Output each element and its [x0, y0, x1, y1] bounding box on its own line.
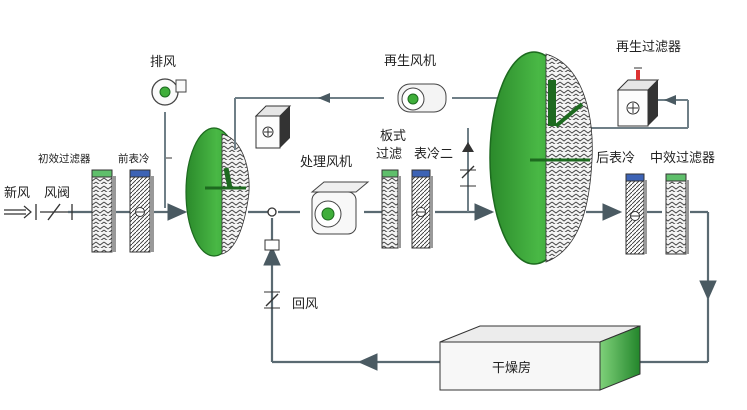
bypass-valve — [460, 128, 476, 212]
medium-filter-label: 中效过滤器 — [650, 151, 715, 166]
post-cooler — [625, 173, 647, 255]
regen-heater-left — [254, 105, 292, 149]
plate-filter-label-line1: 板式 — [380, 129, 406, 144]
primary-filter — [91, 169, 116, 253]
large-desiccant-wheel — [489, 51, 593, 265]
pre-cooler-coil — [129, 169, 154, 253]
pre-cooler-label: 前表冷 — [118, 152, 150, 165]
air-valve-label: 风阀 — [44, 186, 70, 201]
process-fan-label: 处理风机 — [300, 155, 352, 170]
air-valve-damper — [35, 203, 73, 221]
primary-filter-label: 初效过滤器 — [38, 152, 91, 165]
fresh-air-inlet-arrow — [4, 205, 32, 219]
surface-cooler-2-label: 表冷二 — [414, 147, 453, 162]
process-fan — [310, 181, 370, 235]
post-cooler-label: 后表冷 — [596, 151, 635, 166]
regen-fan — [397, 83, 447, 113]
regen-filter-heater — [616, 67, 660, 127]
regen-fan-label: 再生风机 — [384, 54, 436, 69]
regen-filter-label: 再生过滤器 — [616, 40, 681, 55]
exhaust-label: 排风 — [150, 55, 176, 70]
exhaust-fan — [151, 78, 187, 106]
drying-room-box — [439, 325, 641, 391]
plate-filter — [381, 169, 401, 249]
small-desiccant-wheel — [185, 127, 250, 257]
return-air-damper — [264, 239, 280, 309]
return-air-label: 回风 — [292, 297, 318, 312]
medium-filter — [665, 173, 689, 255]
mixing-junction — [267, 207, 277, 217]
drying-room-label: 干燥房 — [492, 360, 531, 376]
fresh-air-label: 新风 — [4, 185, 30, 201]
regen-air-duct — [234, 93, 689, 150]
plate-filter-label-line2: 过滤 — [376, 147, 402, 162]
surface-cooler-2 — [411, 169, 433, 249]
process-air-duct — [68, 203, 717, 371]
